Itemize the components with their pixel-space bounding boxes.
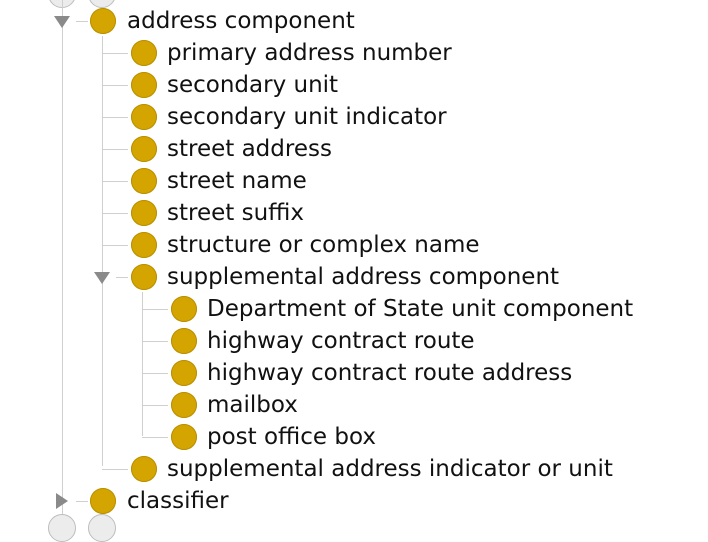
- class-node-icon: [131, 200, 157, 226]
- class-node-icon: [131, 232, 157, 258]
- tree-node-label: Department of State unit component: [207, 296, 634, 322]
- tree-node-street-name[interactable]: street name: [0, 165, 708, 197]
- tree-node-label: structure or complex name: [167, 232, 480, 258]
- tree-node-street-suffix[interactable]: street suffix: [0, 197, 708, 229]
- tree-node-label: address component: [127, 8, 355, 34]
- collapse-toggle-icon[interactable]: [94, 269, 110, 285]
- tree-connector: [142, 373, 168, 374]
- tree-connector: [142, 341, 168, 342]
- tree-connector: [102, 117, 128, 118]
- tree-node-department-of-state-unit-component[interactable]: Department of State unit component: [0, 293, 708, 325]
- tree-connector: [102, 85, 128, 86]
- tree-connector: [102, 53, 128, 54]
- tree-node-primary-address-number[interactable]: primary address number: [0, 37, 708, 69]
- tree-node-mailbox[interactable]: mailbox: [0, 389, 708, 421]
- tree-connector: [102, 213, 128, 214]
- tree-node-label: secondary unit: [167, 72, 339, 98]
- tree-connector: [102, 149, 128, 150]
- tree-node-label: street name: [167, 168, 307, 194]
- class-node-icon: [171, 360, 197, 386]
- tree-node-address-component[interactable]: address component: [0, 5, 708, 37]
- tree-node-label: mailbox: [207, 392, 298, 418]
- class-node-icon: [131, 264, 157, 290]
- tree-node-highway-contract-route[interactable]: highway contract route: [0, 325, 708, 357]
- tree-node-supplemental-address-component[interactable]: supplemental address component: [0, 261, 708, 293]
- tree-node-supplemental-address-indicator-or-unit[interactable]: supplemental address indicator or unit: [0, 453, 708, 485]
- tree-node-secondary-unit[interactable]: secondary unit: [0, 69, 708, 101]
- tree-node-label: supplemental address component: [167, 264, 560, 290]
- tree-node-highway-contract-route-address[interactable]: highway contract route address: [0, 357, 708, 389]
- tree-guide-level-1: [102, 36, 103, 466]
- expand-toggle-icon[interactable]: [54, 493, 70, 509]
- tree-node-street-address[interactable]: street address: [0, 133, 708, 165]
- class-node-icon: [131, 456, 157, 482]
- tree-node-label: street suffix: [167, 200, 304, 226]
- tree-node-label: classifier: [127, 488, 229, 514]
- tree-connector: [142, 405, 168, 406]
- tree-node-label: primary address number: [167, 40, 452, 66]
- class-node-icon: [171, 392, 197, 418]
- tree-node-label: highway contract route: [207, 328, 475, 354]
- tree-connector: [142, 437, 168, 438]
- tree-connector: [116, 277, 128, 278]
- tree-connector: [102, 181, 128, 182]
- tree-node-label: post office box: [207, 424, 376, 450]
- class-node-icon: [90, 488, 116, 514]
- tree-node-classifier[interactable]: classifier: [0, 485, 708, 517]
- tree-node-label: supplemental address indicator or unit: [167, 456, 613, 482]
- tree-guide-level-2: [142, 292, 143, 436]
- tree-guide-level-0: [62, 0, 63, 520]
- partial-node-icon-bottom-2: [88, 514, 116, 542]
- collapse-toggle-icon[interactable]: [54, 13, 70, 29]
- class-node-icon: [131, 40, 157, 66]
- tree-connector: [102, 245, 128, 246]
- tree-node-label: street address: [167, 136, 332, 162]
- tree-node-label: highway contract route address: [207, 360, 573, 386]
- class-node-icon: [90, 8, 116, 34]
- class-node-icon: [131, 104, 157, 130]
- class-node-icon: [171, 328, 197, 354]
- tree-connector: [102, 469, 128, 470]
- partial-node-icon-bottom: [48, 514, 76, 542]
- class-node-icon: [131, 72, 157, 98]
- tree-node-structure-or-complex-name[interactable]: structure or complex name: [0, 229, 708, 261]
- class-node-icon: [171, 296, 197, 322]
- tree-connector: [142, 309, 168, 310]
- tree-connector: [76, 21, 88, 22]
- tree-connector: [76, 501, 88, 502]
- tree-node-post-office-box[interactable]: post office box: [0, 421, 708, 453]
- tree-node-secondary-unit-indicator[interactable]: secondary unit indicator: [0, 101, 708, 133]
- tree-node-label: secondary unit indicator: [167, 104, 447, 130]
- class-node-icon: [131, 168, 157, 194]
- class-node-icon: [131, 136, 157, 162]
- class-node-icon: [171, 424, 197, 450]
